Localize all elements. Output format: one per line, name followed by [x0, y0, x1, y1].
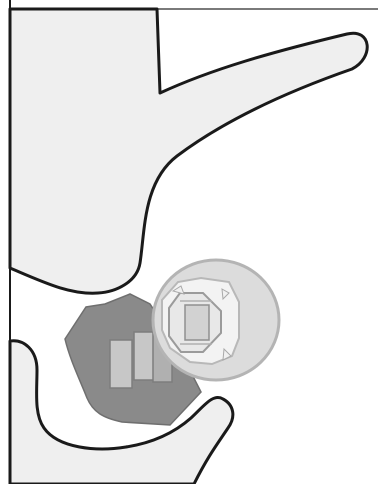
round-device	[153, 260, 279, 380]
upper-curved-shape	[10, 9, 367, 293]
block-slot-left	[110, 340, 132, 388]
device-inner-slot	[185, 305, 209, 340]
